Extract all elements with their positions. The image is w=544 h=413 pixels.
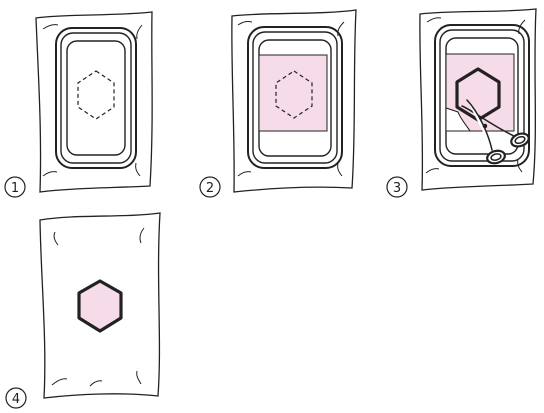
hexagon-appliqué [79, 281, 121, 331]
hexagon-outline [457, 69, 499, 120]
pink-appliqué-fabric [259, 55, 327, 131]
step-1-hoop-illustration [36, 12, 152, 192]
step-number-label: 1 [11, 181, 19, 196]
step-3-hoop-illustration [420, 9, 536, 190]
step-number-2: 2 [200, 177, 220, 197]
step-number-label: 4 [12, 392, 20, 407]
step-number-3: 3 [387, 177, 407, 197]
step-number-label: 3 [393, 181, 401, 196]
step-2-hoop-illustration [232, 10, 356, 192]
step-number-1: 1 [5, 177, 25, 197]
step-number-4: 4 [6, 388, 26, 408]
step-4-finished-fabric [40, 213, 160, 398]
step-number-label: 2 [206, 181, 214, 196]
